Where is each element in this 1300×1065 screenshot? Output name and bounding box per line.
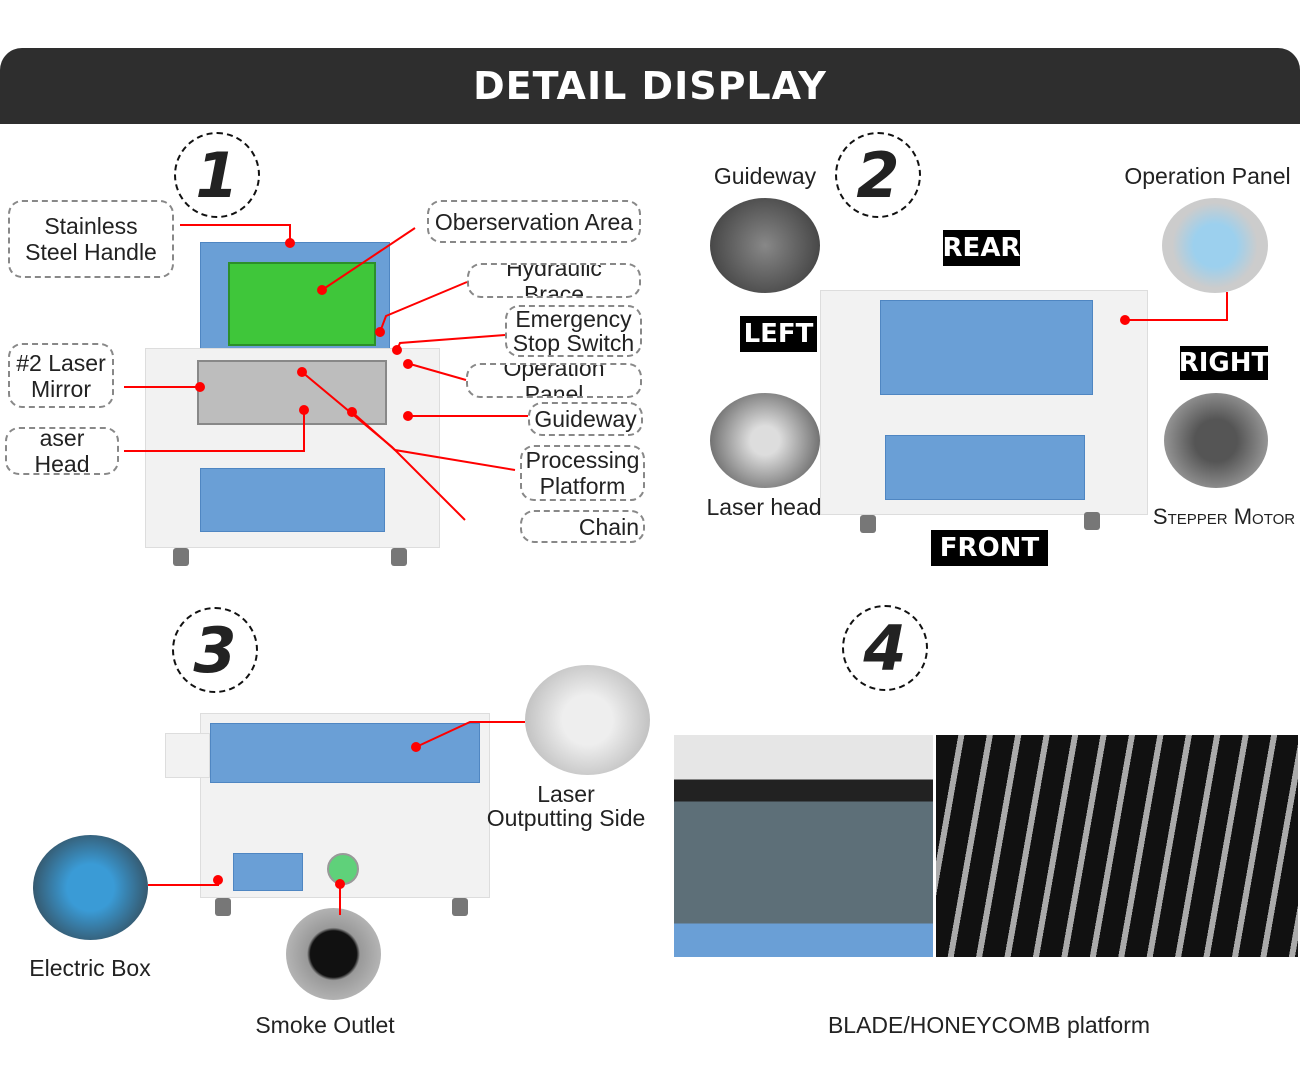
section-number-2: 2	[835, 132, 921, 218]
section-number-1: 1	[174, 132, 260, 218]
label-guideway: Guideway	[528, 402, 643, 436]
section-number-4: 4	[842, 605, 928, 691]
label-laser-head: aser Head	[5, 427, 119, 475]
machine-foot	[391, 548, 407, 566]
machine-foot	[173, 548, 189, 566]
label-processing-platform: Processing Platform	[520, 445, 645, 501]
label-laser-outputting-side: Laser Outputting Side	[486, 781, 646, 831]
side-box	[165, 733, 210, 778]
label-chain: Chain	[520, 510, 645, 543]
electric-box-photo	[33, 835, 148, 940]
lower-panel	[200, 468, 385, 532]
tag-right: RIGHT	[1178, 346, 1270, 380]
stepper-motor-photo	[1164, 393, 1268, 488]
label-stainless-steel-handle: Stainless Steel Handle	[8, 200, 174, 278]
guideway-photo	[710, 198, 820, 293]
observation-window	[228, 262, 376, 346]
label-emergency-stop-switch: Emergency Stop Switch	[505, 305, 642, 357]
machine-foot	[860, 515, 876, 533]
blade-platform-photo	[936, 735, 1298, 957]
label-guideway-2: Guideway	[713, 163, 817, 189]
header-bar: DETAIL DISPLAY	[0, 48, 1300, 124]
platform-caption: BLADE/HONEYCOMB platform	[827, 1012, 1151, 1038]
label-observation-area: Oberservation Area	[427, 200, 641, 243]
machine-top-view	[820, 290, 1150, 540]
label-operation-panel-2: Operation Panel	[1124, 163, 1291, 189]
machine-foot	[452, 898, 468, 916]
tag-left: LEFT	[740, 316, 817, 352]
operation-panel-photo	[1162, 198, 1268, 293]
work-area	[197, 360, 387, 425]
label-electric-box: Electric Box	[29, 955, 151, 981]
machine-foot	[215, 898, 231, 916]
machine-side-view	[165, 708, 495, 918]
laser-head-photo	[710, 393, 820, 488]
tag-front: FRONT	[931, 530, 1048, 566]
electric-panel	[233, 853, 303, 891]
smoke-outlet-port	[327, 853, 359, 885]
laser-tube-photo	[525, 665, 650, 775]
label-laser-mirror: #2 Laser Mirror	[8, 343, 114, 408]
label-hydraulic-brace: Hydraulic Brace	[467, 263, 641, 298]
label-operation-panel: Operation Panel	[466, 363, 642, 398]
lower-panel	[885, 435, 1085, 500]
tag-rear: REAR	[943, 230, 1020, 266]
machine-lid	[880, 300, 1093, 395]
label-stepper-motor: Stepper Motor	[1152, 504, 1296, 529]
machine-foot	[1084, 512, 1100, 530]
page-title: DETAIL DISPLAY	[473, 64, 827, 108]
machine-front-view	[145, 240, 445, 570]
smoke-outlet-photo	[286, 908, 381, 1000]
section-number-3: 3	[172, 607, 258, 693]
honeycomb-platform-photo	[674, 735, 933, 957]
machine-lid	[210, 723, 480, 783]
label-smoke-outlet: Smoke Outlet	[255, 1012, 395, 1038]
label-laser-head-2: Laser head	[706, 494, 822, 520]
